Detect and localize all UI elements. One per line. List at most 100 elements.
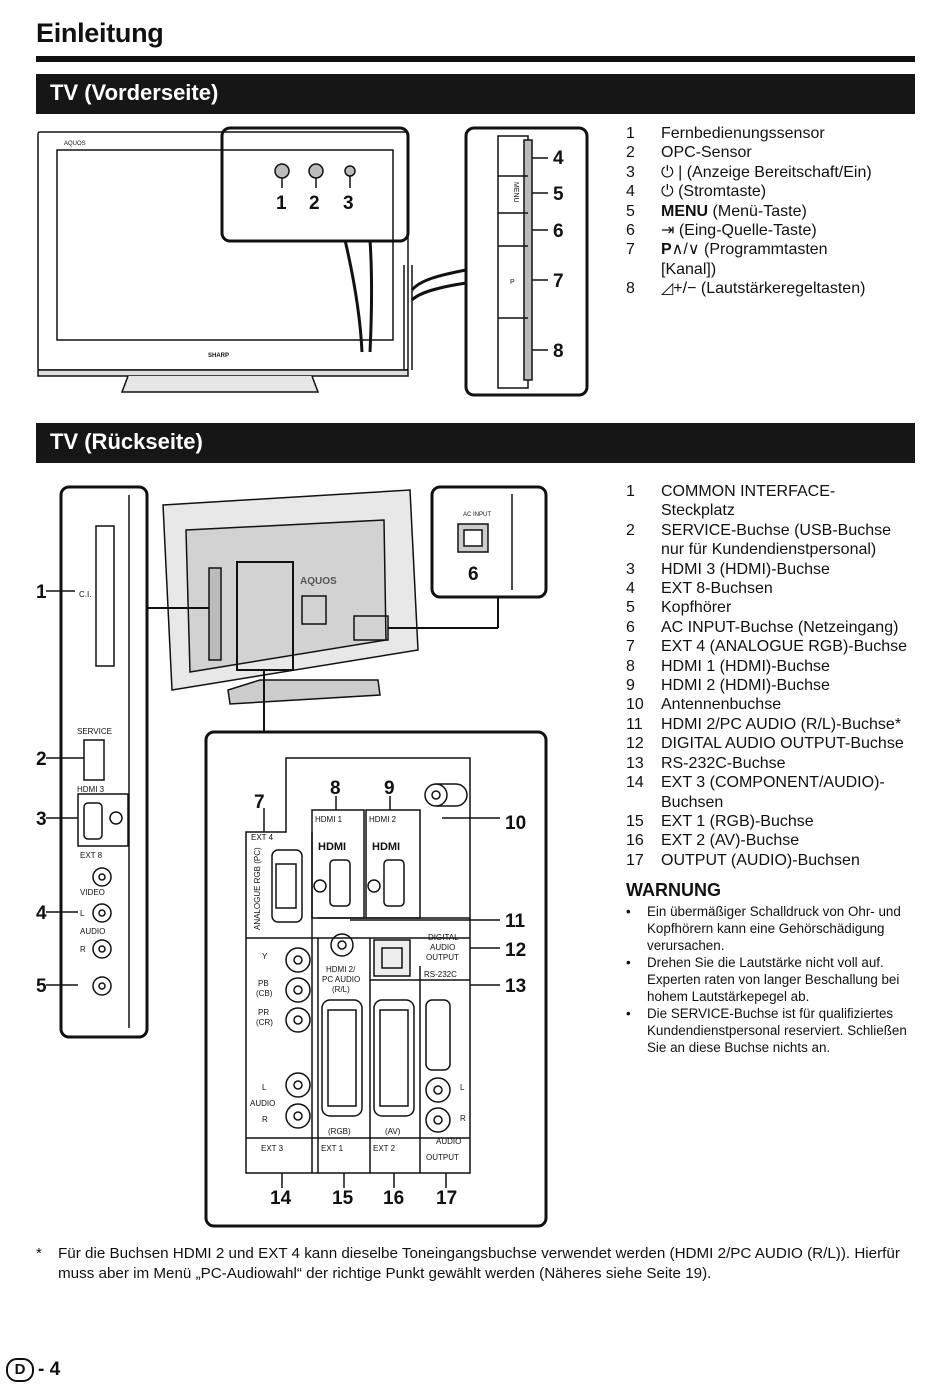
footnote: * Für die Buchsen HDMI 2 und EXT 4 kann … (36, 1244, 926, 1284)
label-out-audio: AUDIO (436, 1137, 461, 1146)
callout-front-4: 4 (553, 148, 564, 169)
callout-front-7: 7 (553, 271, 564, 292)
callout-back-5: 5 (36, 976, 47, 997)
label-ac-input: AC INPUT (463, 512, 491, 518)
page-letter-badge: D (6, 1358, 34, 1382)
side-panel-illustration (46, 485, 149, 1039)
label-rgb: (RGB) (328, 1127, 351, 1136)
callout-back-16: 16 (383, 1188, 404, 1209)
label-video: VIDEO (80, 888, 105, 897)
terminal-panel (204, 730, 548, 1228)
label-ext3-l: L (262, 1083, 267, 1092)
footnote-text: Für die Buchsen HDMI 2 und EXT 4 kann di… (58, 1245, 900, 1282)
callout-back-15: 15 (332, 1188, 354, 1209)
label-ext3-r: R (262, 1115, 268, 1124)
callout-back-2: 2 (36, 749, 47, 770)
label-y: Y (262, 952, 268, 961)
callout-front-8: 8 (553, 341, 564, 362)
callout-back-4: 4 (36, 903, 47, 924)
label-pr: PR (258, 1008, 269, 1017)
label-output-digital: OUTPUT (426, 953, 459, 962)
callout-back-13: 13 (505, 976, 526, 997)
label-ci: C.I. (79, 590, 91, 599)
warning-heading: WARNUNG (626, 880, 721, 900)
callout-front-1: 1 (276, 193, 287, 214)
label-ext3-audio: AUDIO (250, 1099, 275, 1108)
callout-back-7: 7 (254, 792, 265, 813)
callout-front-3: 3 (343, 193, 354, 214)
title-rule (36, 56, 915, 62)
label-hdmi2: HDMI 2 (369, 815, 397, 824)
label-hdmi2-pc-audio-2: PC AUDIO (322, 975, 360, 984)
p-button-label: P (510, 279, 515, 286)
label-hdmi1: HDMI 1 (315, 815, 343, 824)
callout-back-11: 11 (505, 911, 526, 932)
callout-back-3: 3 (36, 809, 47, 830)
section-header-front: TV (Vorderseite) (36, 74, 915, 114)
label-pb: PB (258, 979, 269, 988)
section-header-back: TV (Rückseite) (36, 423, 915, 463)
callout-back-17: 17 (436, 1188, 457, 1209)
list-item: 4⏻ (Stromtaste) (626, 183, 767, 201)
page-number-text: - 4 (38, 1359, 61, 1380)
warning-bullet: •Drehen Sie die Lautstärke nicht voll au… (626, 955, 900, 1004)
front-brand-bottom: SHARP (208, 353, 229, 359)
label-output: OUTPUT (426, 1153, 459, 1162)
label-cr: (CR) (256, 1018, 273, 1027)
callout-back-8: 8 (330, 778, 341, 799)
callout-back-14: 14 (270, 1188, 292, 1209)
callout-back-6: 6 (468, 564, 479, 585)
label-out-r: R (460, 1114, 466, 1123)
label-out-l: L (460, 1083, 465, 1092)
label-hdmi2-pc-audio-3: (R/L) (332, 985, 350, 994)
warning-bullet: •Ein übermäßiger Schalldruck von Ohr- un… (626, 904, 901, 953)
front-brand: AQUOS (64, 141, 86, 147)
ac-input-zoom (430, 485, 548, 599)
label-rs232c: RS-232C (424, 970, 457, 979)
callout-back-1: 1 (36, 582, 47, 603)
label-analogue-rgb: ANALOGUE RGB (PC) (253, 847, 262, 930)
label-ext1: EXT 1 (321, 1144, 344, 1153)
label-hdmi3: HDMI 3 (77, 785, 105, 794)
page-title: Einleitung (36, 18, 164, 48)
label-service: SERVICE (77, 727, 112, 736)
label-cb: (CB) (256, 989, 273, 998)
warning-list: •Ein übermäßiger Schalldruck von Ohr- un… (626, 903, 916, 1056)
label-hdmi2-pc-audio-1: HDMI 2/ (326, 965, 356, 974)
callout-back-10: 10 (505, 813, 526, 834)
callout-front-2: 2 (309, 193, 320, 214)
callout-back-12: 12 (505, 940, 526, 961)
label-audio: AUDIO (80, 927, 105, 936)
front-tv-illustration (37, 131, 413, 393)
label-digital: DIGITAL (428, 933, 459, 942)
label-ext3: EXT 3 (261, 1144, 284, 1153)
back-tv-illustration (147, 489, 499, 732)
footnote-marker: * (36, 1245, 42, 1262)
callout-front-5: 5 (553, 184, 564, 205)
label-ext4: EXT 4 (251, 833, 274, 842)
menu-button-label: MENU (512, 182, 519, 203)
label-audio-digital: AUDIO (430, 943, 455, 952)
list-item: 8◿+/− (Lautstärkeregeltasten) (626, 280, 866, 298)
label-ext8: EXT 8 (80, 851, 103, 860)
callout-back-9: 9 (384, 778, 395, 799)
